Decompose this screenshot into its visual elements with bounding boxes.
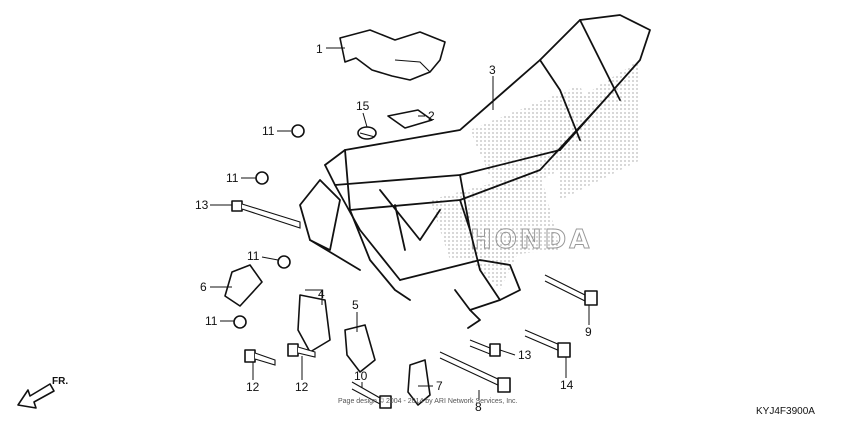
part-15-clip[interactable] — [357, 126, 377, 140]
honda-watermark: HONDA — [470, 225, 592, 255]
callout-13-a[interactable]: 13 — [195, 198, 209, 212]
front-direction-indicator: FR. — [17, 376, 68, 409]
callout-12-a[interactable]: 12 — [246, 380, 260, 394]
part-10-bolt[interactable] — [351, 381, 392, 409]
part-9-bolt[interactable] — [544, 274, 598, 306]
callout-2[interactable]: 2 — [428, 109, 435, 123]
callout-14[interactable]: 14 — [560, 378, 574, 392]
part-13-bolt-right[interactable] — [469, 339, 501, 357]
frame-shading — [430, 60, 640, 290]
front-arrow-icon — [17, 383, 55, 409]
callout-10[interactable]: 10 — [354, 369, 368, 383]
callout-labels: 1 2 3 4 5 6 7 8 9 10 11 11 11 11 12 12 1… — [195, 42, 592, 414]
callout-11-a[interactable]: 11 — [262, 124, 275, 138]
part-8-bolt[interactable] — [439, 351, 511, 393]
diagram-code: KYJ4F3900A — [756, 406, 815, 417]
copyright-notice: Page design © 2004 - 2014 by ARI Network… — [338, 397, 518, 405]
callout-11-d[interactable]: 11 — [205, 314, 218, 328]
part-1-cover-sheet[interactable] — [339, 29, 446, 81]
callout-6[interactable]: 6 — [200, 280, 207, 294]
callout-13-b[interactable]: 13 — [518, 348, 532, 362]
part-4-hanger[interactable] — [297, 294, 331, 353]
leader-lines — [210, 47, 590, 400]
callout-8[interactable]: 8 — [475, 400, 482, 414]
callout-3[interactable]: 3 — [489, 63, 496, 77]
front-label: FR. — [52, 376, 68, 387]
callout-4[interactable]: 4 — [318, 287, 325, 301]
part-11-nut[interactable] — [233, 124, 305, 329]
callout-11-b[interactable]: 11 — [226, 171, 239, 185]
part-3-main-frame[interactable] — [299, 14, 651, 329]
callout-15[interactable]: 15 — [356, 99, 370, 113]
callout-12-b[interactable]: 12 — [295, 380, 309, 394]
part-2-plate[interactable] — [387, 109, 433, 129]
callout-7[interactable]: 7 — [436, 379, 443, 393]
callout-11-c[interactable]: 11 — [247, 249, 260, 263]
part-12-bolt[interactable] — [244, 343, 316, 366]
callout-5[interactable]: 5 — [352, 298, 359, 312]
part-5-hanger[interactable] — [344, 324, 376, 373]
callout-9[interactable]: 9 — [585, 325, 592, 339]
part-13-bolt-left[interactable] — [231, 200, 301, 229]
part-7-bracket[interactable] — [407, 359, 431, 406]
callout-1[interactable]: 1 — [316, 42, 323, 56]
part-6-bracket[interactable] — [224, 264, 263, 307]
part-14-bolt[interactable] — [524, 329, 571, 358]
